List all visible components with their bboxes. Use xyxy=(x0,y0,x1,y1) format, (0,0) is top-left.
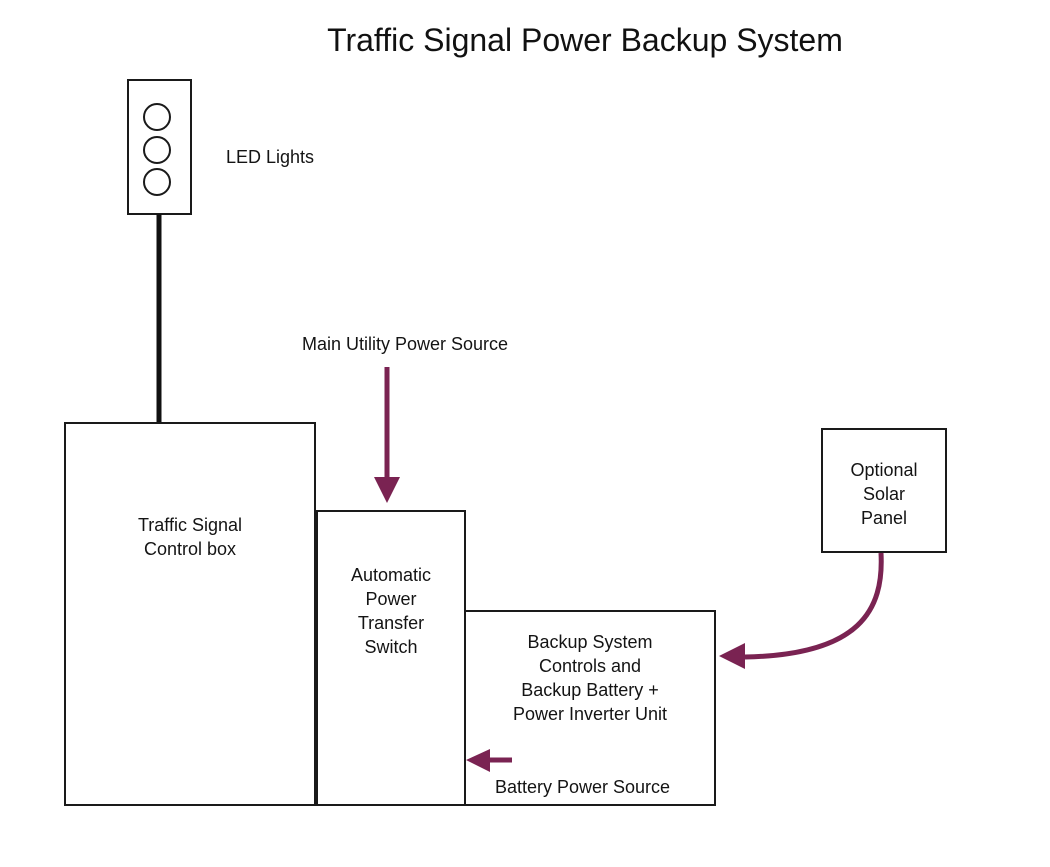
control-box-shape xyxy=(64,422,316,806)
led-lamp-red xyxy=(143,103,171,131)
battery-arrow-head xyxy=(466,749,490,772)
solar-arrow-curve xyxy=(744,552,884,660)
control-box-line: Control box xyxy=(143,539,237,559)
backup-unit-line: Power Inverter Unit xyxy=(512,704,668,724)
control-box-line: Traffic Signal xyxy=(137,515,243,535)
solar-panel-shape xyxy=(821,428,947,553)
main-utility-label: Main Utility Power Source xyxy=(301,334,509,354)
diagram-title: Traffic Signal Power Backup System xyxy=(327,22,843,58)
backup-unit-shape xyxy=(464,610,716,806)
transfer-switch-line: Transfer xyxy=(357,613,425,633)
solar-panel-label: Optional Solar Panel xyxy=(822,458,946,530)
transfer-switch-line: Power xyxy=(365,589,417,609)
solar-panel-line: Optional xyxy=(850,460,918,480)
backup-unit-line: Controls and xyxy=(538,656,642,676)
led-lamp-yellow xyxy=(143,136,171,164)
transfer-switch-line: Automatic xyxy=(350,565,432,585)
control-box-label: Traffic Signal Control box xyxy=(65,513,315,561)
led-lamp-green xyxy=(143,168,171,196)
backup-unit-line: Backup Battery + xyxy=(521,680,659,700)
transfer-switch-line: Switch xyxy=(364,637,418,657)
solar-arrow-head xyxy=(719,643,745,669)
solar-panel-line: Solar xyxy=(862,484,906,504)
utility-arrow-head xyxy=(374,477,400,503)
led-lights-label: LED Lights xyxy=(225,147,315,167)
transfer-switch-label: Automatic Power Transfer Switch xyxy=(317,563,465,659)
backup-unit-label: Backup System Controls and Backup Batter… xyxy=(465,630,715,726)
solar-panel-line: Panel xyxy=(860,508,908,528)
backup-unit-line: Backup System xyxy=(527,632,653,652)
battery-power-label: Battery Power Source xyxy=(494,777,671,797)
